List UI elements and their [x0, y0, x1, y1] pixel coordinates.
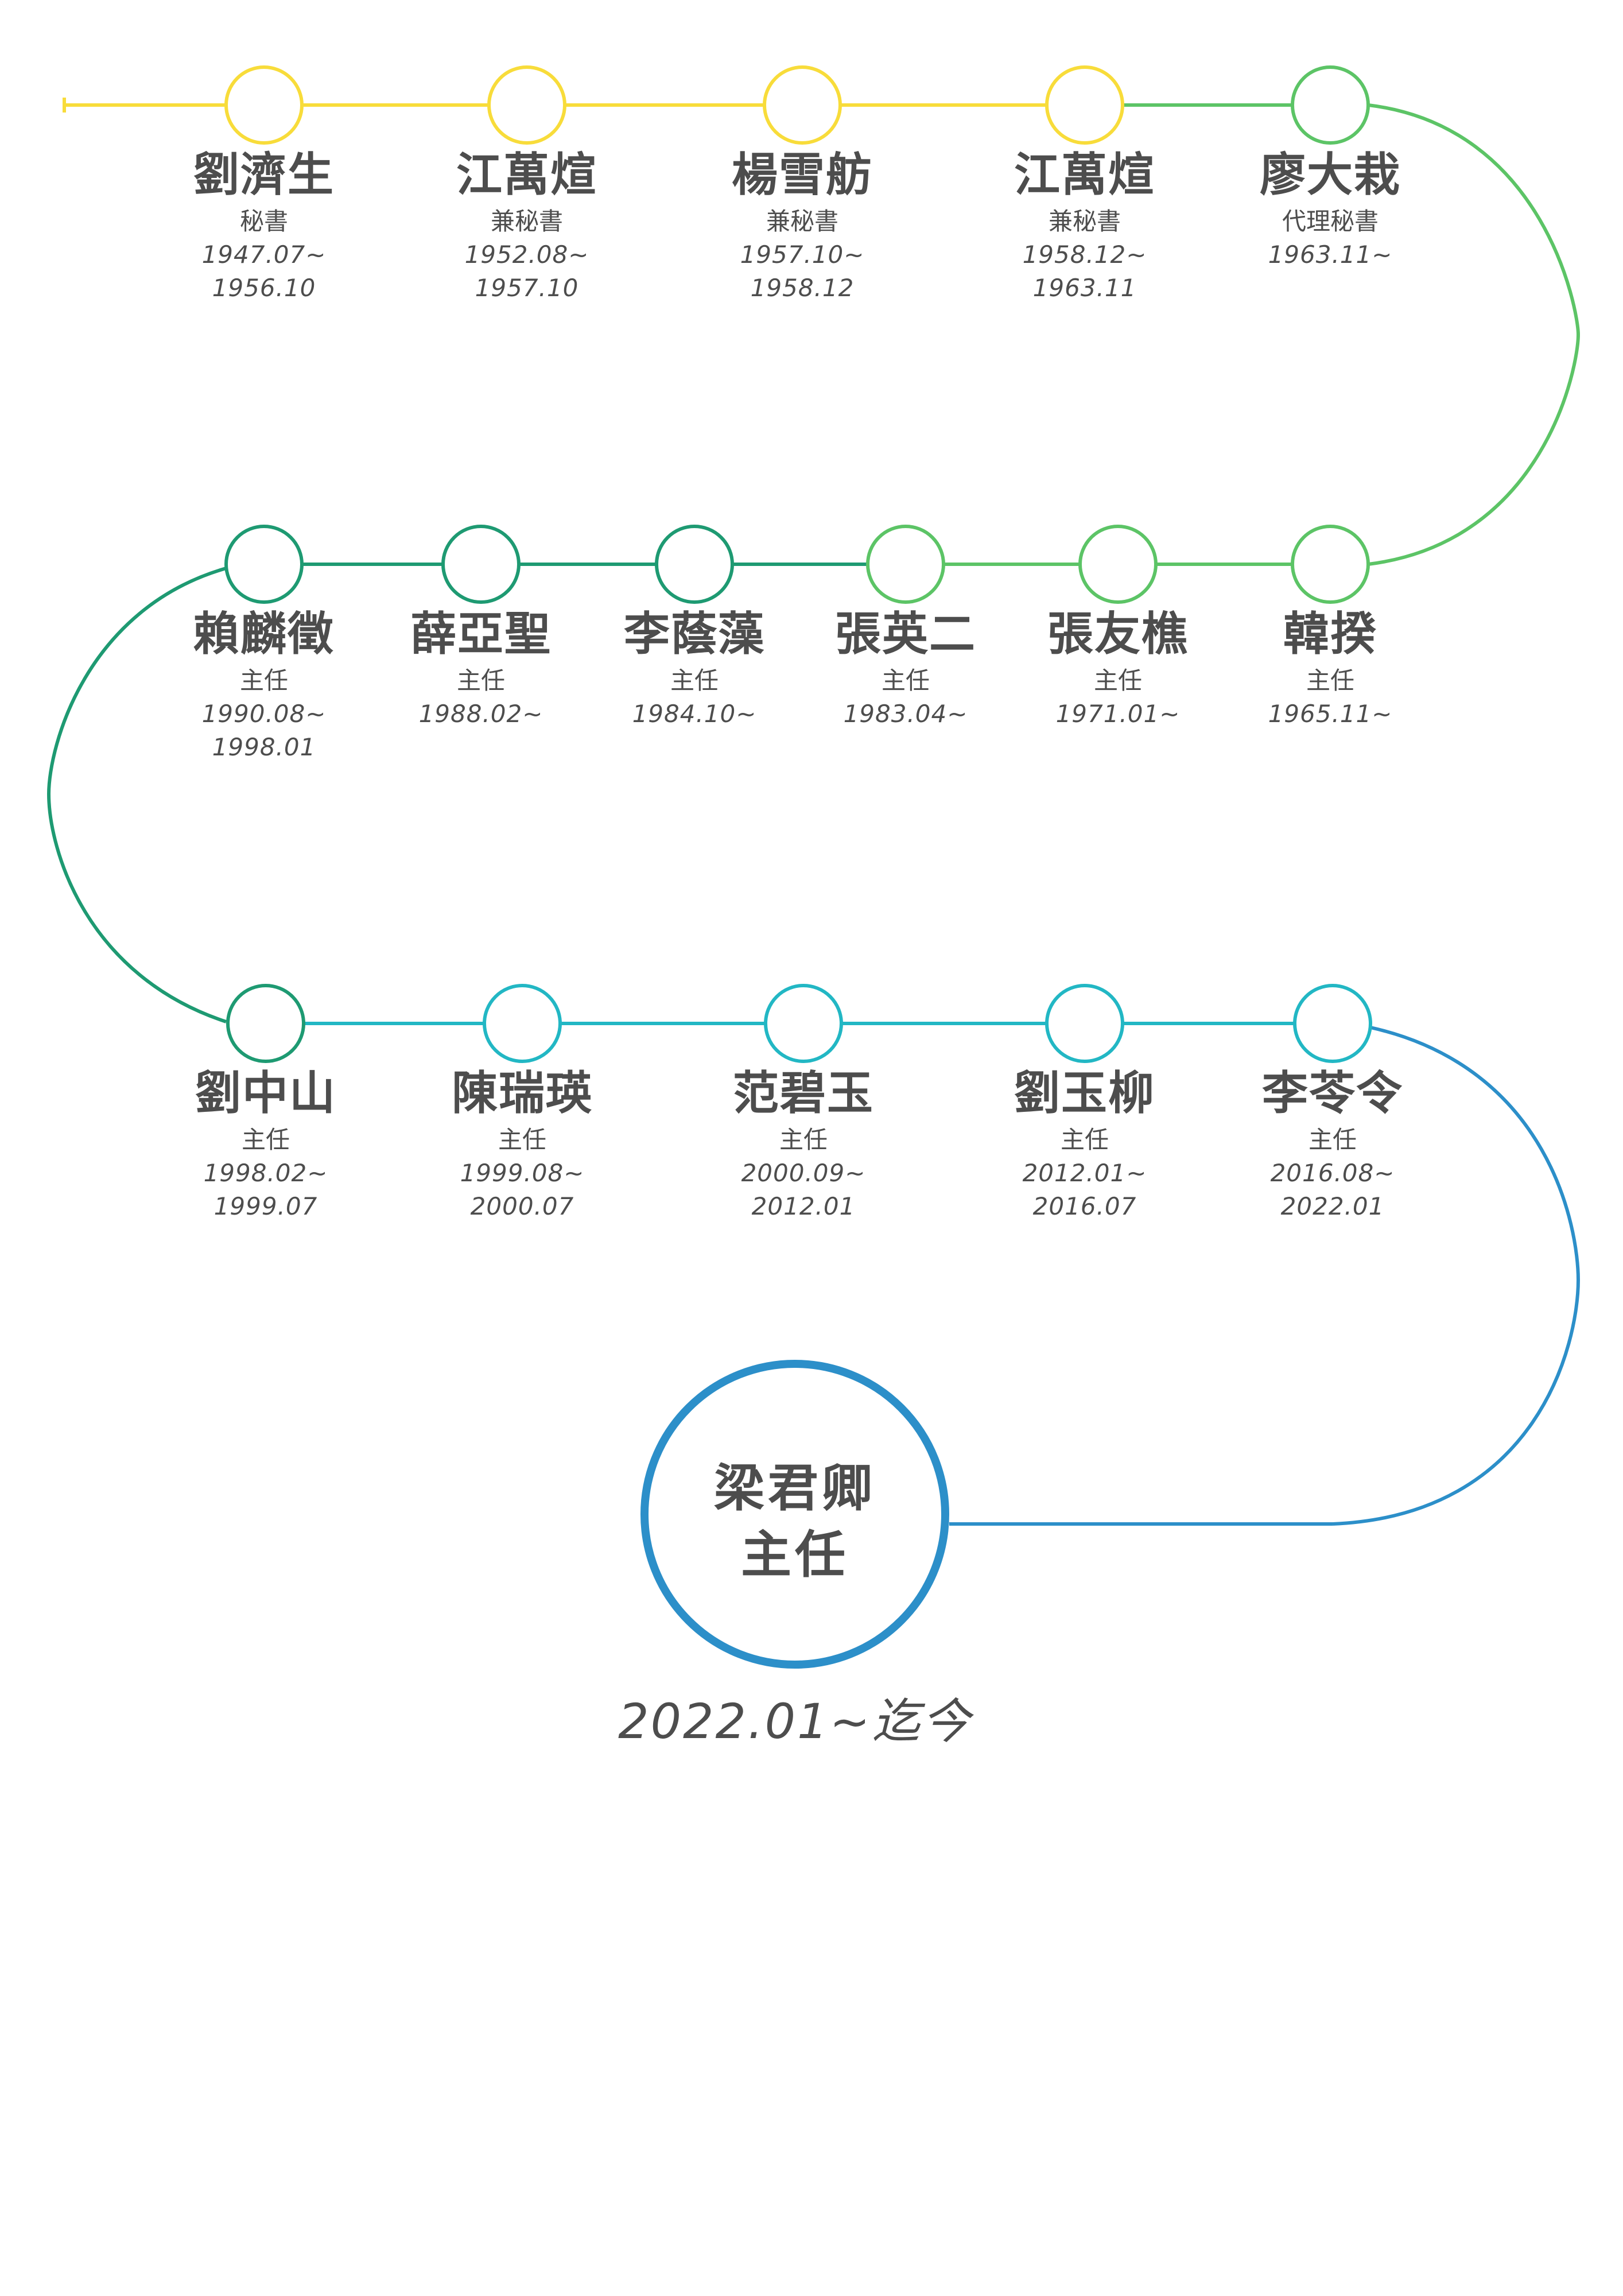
timeline-node-circle	[1078, 525, 1158, 604]
timeline-node-circle	[487, 65, 566, 145]
node-date-start: 1990.08~	[201, 700, 327, 728]
timeline-node: 李苓令主任 2016.08~ 2022.01	[1218, 1064, 1447, 1223]
node-role: 兼秘書	[1048, 207, 1121, 235]
timeline-node-circle	[1291, 525, 1370, 604]
node-name: 陳瑞瑛	[452, 1066, 593, 1120]
timeline-node: 韓揆主任 1965.11~	[1216, 604, 1445, 731]
timeline-node-circle	[763, 65, 842, 145]
node-name: 劉濟生	[193, 148, 335, 201]
node-date-end: 2012.01	[751, 1192, 856, 1220]
node-role: 兼秘書	[490, 207, 563, 235]
current-director-date: 2022.01~迄今	[618, 1693, 972, 1750]
node-date-start: 2000.09~	[741, 1159, 866, 1187]
arc-right-1	[1368, 103, 1581, 566]
timeline-node: 劉玉柳主任 2012.01~ 2016.07	[970, 1064, 1199, 1223]
current-director-name: 梁君卿	[713, 1459, 876, 1518]
node-date-end: 2016.07	[1032, 1192, 1137, 1220]
node-name: 李蔭藻	[624, 607, 765, 661]
node-name: 薛亞聖	[410, 607, 552, 661]
node-role: 主任	[239, 666, 288, 695]
timeline-node: 李蔭藻主任 1984.10~	[580, 604, 809, 731]
node-name: 楊雪舫	[732, 148, 873, 201]
timeline-node: 陳瑞瑛主任 1999.08~ 2000.07	[407, 1064, 637, 1223]
node-role: 主任	[241, 1126, 290, 1154]
timeline-node-circle	[866, 525, 945, 604]
node-role: 主任	[1093, 666, 1142, 695]
timeline-node: 楊雪舫兼秘書 1957.10~ 1958.12	[688, 145, 917, 305]
node-date-start: 2016.08~	[1270, 1159, 1395, 1187]
current-director-circle	[640, 1360, 949, 1669]
node-name: 賴麟徵	[193, 607, 335, 661]
timeline-node-circle	[441, 525, 521, 604]
node-date-end: 1963.11	[1032, 274, 1137, 302]
arc-right-2	[1332, 1026, 1581, 1526]
node-role: 主任	[498, 1126, 546, 1154]
node-role: 主任	[670, 666, 719, 695]
node-role: 主任	[779, 1126, 828, 1154]
node-name: 劉中山	[195, 1066, 336, 1120]
timeline-node-circle	[655, 525, 734, 604]
node-name: 范碧玉	[733, 1066, 874, 1120]
timeline-node-circle	[1291, 65, 1370, 145]
timeline-node: 劉中山主任 1998.02~ 1999.07	[151, 1064, 380, 1223]
node-date-start: 1983.04~	[843, 700, 968, 728]
node-date-start: 1952.08~	[464, 241, 589, 269]
node-date-end: 1999.07	[213, 1192, 318, 1220]
timeline-node-circle	[1045, 65, 1124, 145]
node-role: 主任	[1306, 666, 1354, 695]
timeline-node-circle	[226, 984, 305, 1063]
node-role: 主任	[881, 666, 930, 695]
node-name: 廖大栽	[1260, 148, 1401, 201]
node-date-start: 1958.12~	[1022, 241, 1147, 269]
node-date-start: 1984.10~	[632, 700, 757, 728]
node-date-start: 2012.01~	[1022, 1159, 1147, 1187]
current-director-role: 主任	[740, 1525, 849, 1584]
node-role: 主任	[456, 666, 505, 695]
timeline-node: 張友樵主任 1971.01~	[1003, 604, 1233, 731]
arc-left	[46, 567, 227, 1023]
timeline-node: 賴麟徵主任 1990.08~ 1998.01	[149, 604, 379, 764]
node-date-start: 1957.10~	[740, 241, 865, 269]
node-date-end: 1957.10	[475, 274, 579, 302]
timeline-node: 江萬煊兼秘書 1958.12~ 1963.11	[970, 145, 1199, 305]
node-date-start: 1947.07~	[201, 241, 327, 269]
node-role: 代理秘書	[1282, 207, 1379, 235]
timeline-node: 廖大栽代理秘書 1963.11~	[1216, 145, 1445, 272]
timeline-node-circle	[224, 525, 304, 604]
node-date-end: 1956.10	[212, 274, 316, 302]
timeline-node-circle	[224, 65, 304, 145]
timeline-node-circle	[1045, 984, 1124, 1063]
timeline-node: 薛亞聖主任 1988.02~	[366, 604, 596, 731]
timeline-node: 張英二主任 1983.04~	[791, 604, 1020, 731]
timeline-node-circle	[1293, 984, 1372, 1063]
node-date-start: 1998.02~	[203, 1159, 328, 1187]
node-date-start: 1999.08~	[460, 1159, 585, 1187]
node-date-end: 2000.07	[470, 1192, 574, 1220]
node-name: 張友樵	[1047, 607, 1189, 661]
node-role: 秘書	[239, 207, 288, 235]
node-role: 主任	[1308, 1126, 1357, 1154]
node-date-start: 1971.01~	[1055, 700, 1181, 728]
node-date-start: 1988.02~	[418, 700, 543, 728]
node-date-end: 1998.01	[212, 733, 316, 761]
timeline-node-circle	[483, 984, 562, 1063]
node-name: 李苓令	[1262, 1066, 1403, 1120]
node-name: 劉玉柳	[1014, 1066, 1155, 1120]
node-name: 江萬煊	[1014, 148, 1155, 201]
node-role: 兼秘書	[766, 207, 838, 235]
timeline-node: 劉濟生秘書 1947.07~ 1956.10	[149, 145, 379, 305]
timeline-node-circle	[764, 984, 843, 1063]
timeline-node: 江萬煊兼秘書 1952.08~ 1957.10	[412, 145, 642, 305]
node-name: 江萬煊	[456, 148, 597, 201]
node-date-start: 1965.11~	[1268, 700, 1393, 728]
node-role: 主任	[1060, 1126, 1109, 1154]
node-date-end: 1958.12	[750, 274, 855, 302]
node-name: 張英二	[835, 607, 976, 661]
node-date-end: 2022.01	[1280, 1192, 1385, 1220]
node-date-start: 1963.11~	[1268, 241, 1393, 269]
node-name: 韓揆	[1283, 607, 1377, 661]
timeline-node: 范碧玉主任 2000.09~ 2012.01	[689, 1064, 918, 1223]
current-director-label: 梁君卿 主任	[594, 1455, 996, 1588]
